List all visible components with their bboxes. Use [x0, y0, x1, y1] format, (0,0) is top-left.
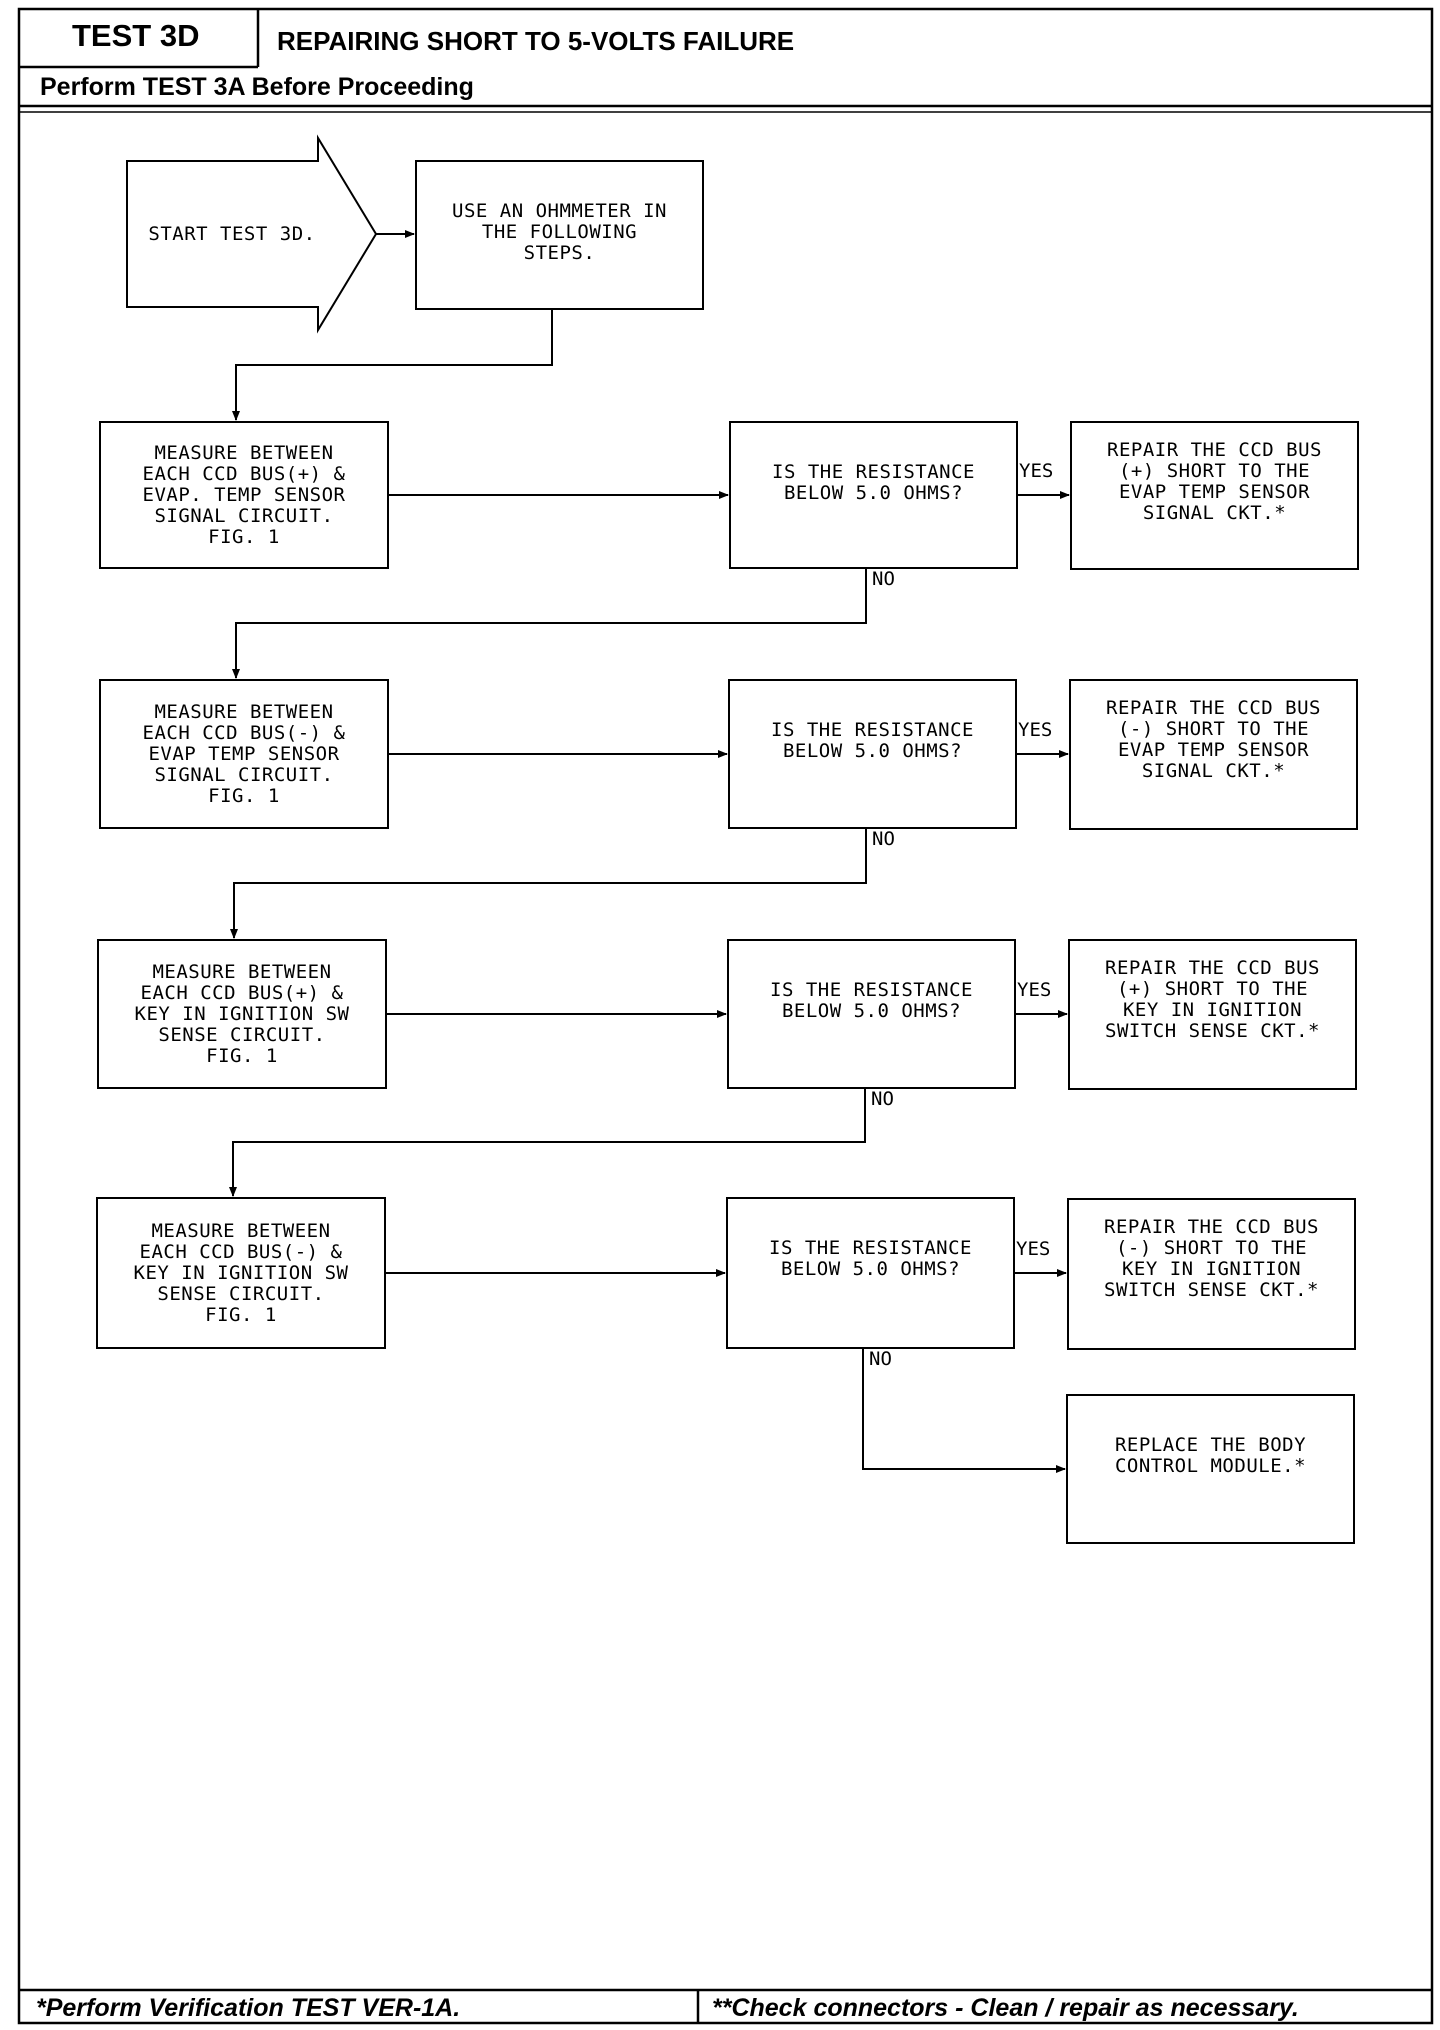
repair-box-4 — [1067, 1198, 1356, 1350]
question-text-2: IS THE RESISTANCE BELOW 5.0 OHMS? — [771, 719, 974, 762]
repair-text-2: REPAIR THE CCD BUS (-) SHORT TO THE EVAP… — [1106, 697, 1321, 782]
connector-intro-measure1 — [232, 309, 553, 421]
measure-box-3 — [97, 939, 387, 1089]
yes-label-2: YES — [1018, 719, 1053, 741]
question-box-3 — [727, 939, 1016, 1089]
question-box-4 — [726, 1197, 1015, 1349]
repair-text-4: REPAIR THE CCD BUS (-) SHORT TO THE KEY … — [1104, 1216, 1319, 1301]
prerequisite-note: Perform TEST 3A Before Proceeding — [40, 73, 474, 101]
connector-no4 — [862, 1348, 1066, 1473]
question-box-2 — [728, 679, 1017, 829]
measure-text-1: MEASURE BETWEEN EACH CCD BUS(+) & EVAP. … — [142, 441, 346, 548]
final-box — [1066, 1394, 1355, 1544]
yes-label-1: YES — [1019, 460, 1054, 482]
question-text-3: IS THE RESISTANCE BELOW 5.0 OHMS? — [770, 979, 973, 1022]
no-label-2: NO — [872, 828, 895, 850]
question-text-4: IS THE RESISTANCE BELOW 5.0 OHMS? — [769, 1237, 972, 1280]
measure-text-2: MEASURE BETWEEN EACH CCD BUS(-) & EVAP T… — [142, 700, 346, 807]
no-label-3: NO — [871, 1088, 894, 1110]
no-label-1: NO — [872, 568, 895, 590]
footer-verification-note: *Perform Verification TEST VER-1A. — [36, 1994, 461, 2022]
start-label: START TEST 3D. — [148, 222, 316, 245]
page-frame — [17, 7, 1434, 2025]
no-label-4: NO — [869, 1348, 892, 1370]
yes-label-4: YES — [1016, 1238, 1051, 1260]
measure-box-1 — [99, 421, 389, 569]
intro-text: USE AN OHMMETER IN THE FOLLOWING STEPS. — [452, 200, 667, 264]
intro-box — [415, 160, 704, 310]
page-title: REPAIRING SHORT TO 5-VOLTS FAILURE — [277, 26, 795, 56]
test-id: TEST 3D — [72, 18, 200, 53]
question-box-1 — [729, 421, 1018, 569]
connector-no1 — [232, 568, 867, 679]
repair-text-3: REPAIR THE CCD BUS (+) SHORT TO THE KEY … — [1105, 957, 1320, 1042]
measure-text-4: MEASURE BETWEEN EACH CCD BUS(-) & KEY IN… — [133, 1219, 349, 1326]
repair-box-2 — [1069, 679, 1358, 830]
repair-text-1: REPAIR THE CCD BUS (+) SHORT TO THE EVAP… — [1107, 439, 1322, 524]
measure-box-4 — [96, 1197, 386, 1349]
connector-no3 — [229, 1088, 866, 1197]
start-arrow-shape — [126, 134, 378, 334]
repair-box-1 — [1070, 421, 1359, 570]
question-text-1: IS THE RESISTANCE BELOW 5.0 OHMS? — [772, 461, 975, 504]
repair-box-3 — [1068, 939, 1357, 1090]
footer-connector-note: **Check connectors - Clean / repair as n… — [712, 1994, 1299, 2022]
final-text: REPLACE THE BODY CONTROL MODULE.* — [1114, 1434, 1307, 1477]
yes-label-3: YES — [1017, 979, 1052, 1001]
connector-no2 — [230, 828, 867, 939]
measure-box-2 — [99, 679, 389, 829]
measure-text-3: MEASURE BETWEEN EACH CCD BUS(+) & KEY IN… — [134, 960, 350, 1067]
